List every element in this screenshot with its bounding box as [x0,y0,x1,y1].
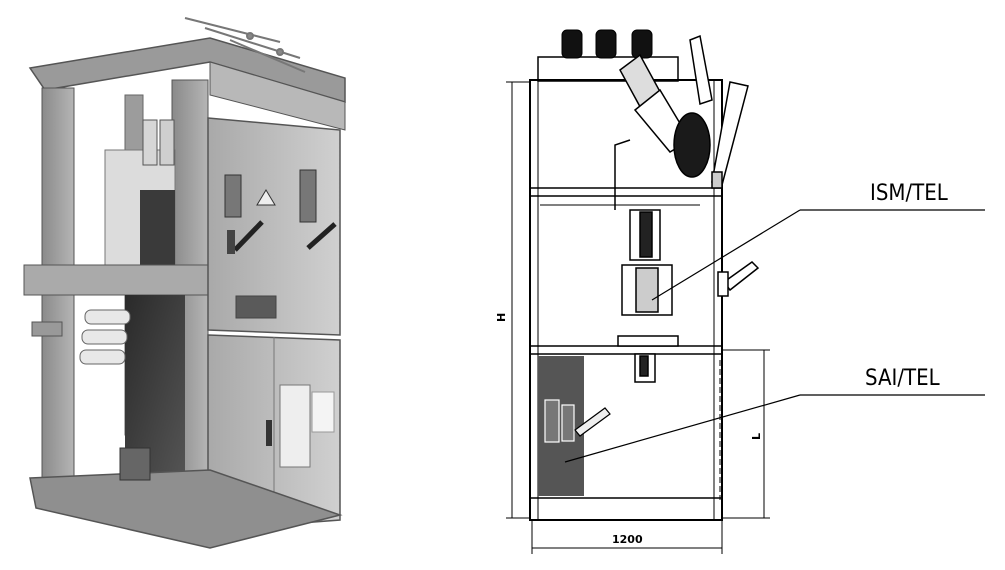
dimension-label-height: H [495,313,508,322]
callout-leader-sai [564,394,985,463]
shelf-middle [529,345,723,355]
shelf-upper [529,187,723,197]
lower-insulator-1 [84,309,131,325]
cabinet-roof-front [209,61,346,131]
insulator-top-right [159,119,175,166]
base-terminal-block [119,447,151,481]
warning-triangle [256,189,276,206]
dimension-lower [722,349,770,519]
ism-switch-unit [617,209,679,383]
top-box [537,56,679,82]
operating-lever-right [299,169,337,250]
switchgear-photo [23,17,346,549]
callout-label-ism: ISM/TEL [870,181,948,206]
top-disconnector [614,34,749,210]
shelf-base [529,497,723,521]
sai-switch-unit [544,399,611,443]
cabinet-base [29,469,343,549]
technical-drawing [506,29,985,554]
top-bushings [561,29,653,59]
operating-lever-left [224,174,264,252]
callout-leader-ism [651,209,985,301]
callout-label-sai: SAI/TEL [865,366,940,391]
dimension-height [506,81,530,519]
dimension-label-lower: L [750,433,763,440]
lower-insulator-3 [79,349,126,365]
top-busbar-wires [184,17,306,73]
insulator-top-left [142,119,158,166]
upper-interior-dark [140,190,175,265]
viewing-window [235,295,277,319]
door-handle-lower [266,420,272,446]
dimension-width [531,520,723,554]
mid-lever [717,261,760,297]
label-plate [279,384,311,468]
dimension-label-width: 1200 [612,533,643,546]
door-handle-upper [227,230,235,254]
cabinet-mid-rail [23,264,215,296]
lower-insulator-2 [81,329,128,345]
lower-bracket [31,321,63,337]
